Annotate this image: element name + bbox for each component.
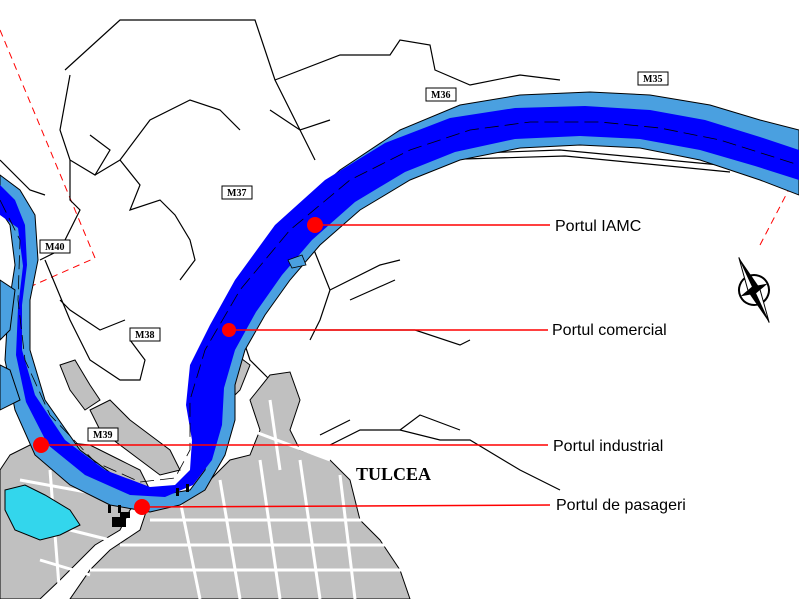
- river-islet: [287, 254, 307, 269]
- port-label-iamc: Portul IAMC: [555, 218, 641, 235]
- city-label: TULCEA: [356, 464, 431, 484]
- lake: [4, 484, 81, 541]
- port-pointer-iamc: Portul IAMC: [307, 217, 641, 235]
- port-pointer-pasageri: Portul de pasageri: [134, 497, 686, 515]
- river-channel: [0, 106, 799, 497]
- mile-marker-m35: M35: [637, 71, 669, 86]
- mile-marker-m37: M37: [221, 185, 253, 200]
- svg-text:M35: M35: [643, 74, 662, 85]
- port-label-pasageri: Portul de pasageri: [556, 497, 686, 514]
- port-label-industrial: Portul industrial: [553, 438, 663, 455]
- svg-text:M38: M38: [135, 330, 154, 341]
- port-label-comercial: Portul comercial: [552, 322, 667, 339]
- svg-text:M39: M39: [93, 430, 112, 441]
- svg-text:M36: M36: [431, 90, 450, 101]
- svg-text:M40: M40: [45, 242, 64, 253]
- svg-text:M37: M37: [227, 188, 246, 199]
- port-pointer-industrial: Portul industrial: [33, 437, 663, 455]
- mile-marker-m40: M40: [39, 239, 71, 254]
- navigation-channel: [0, 121, 799, 483]
- mile-marker-m38: M38: [129, 327, 161, 342]
- river-bank-west-lower: [0, 364, 21, 411]
- mile-marker-m39: M39: [87, 427, 119, 442]
- port-pointer-comercial: Portul comercial: [222, 322, 667, 339]
- north-arrow-compass-icon: [738, 257, 770, 323]
- street-grid: [19, 399, 405, 599]
- river-bank-west: [0, 279, 16, 341]
- mile-marker-m36: M36: [425, 87, 457, 102]
- dock-structures: [108, 484, 189, 527]
